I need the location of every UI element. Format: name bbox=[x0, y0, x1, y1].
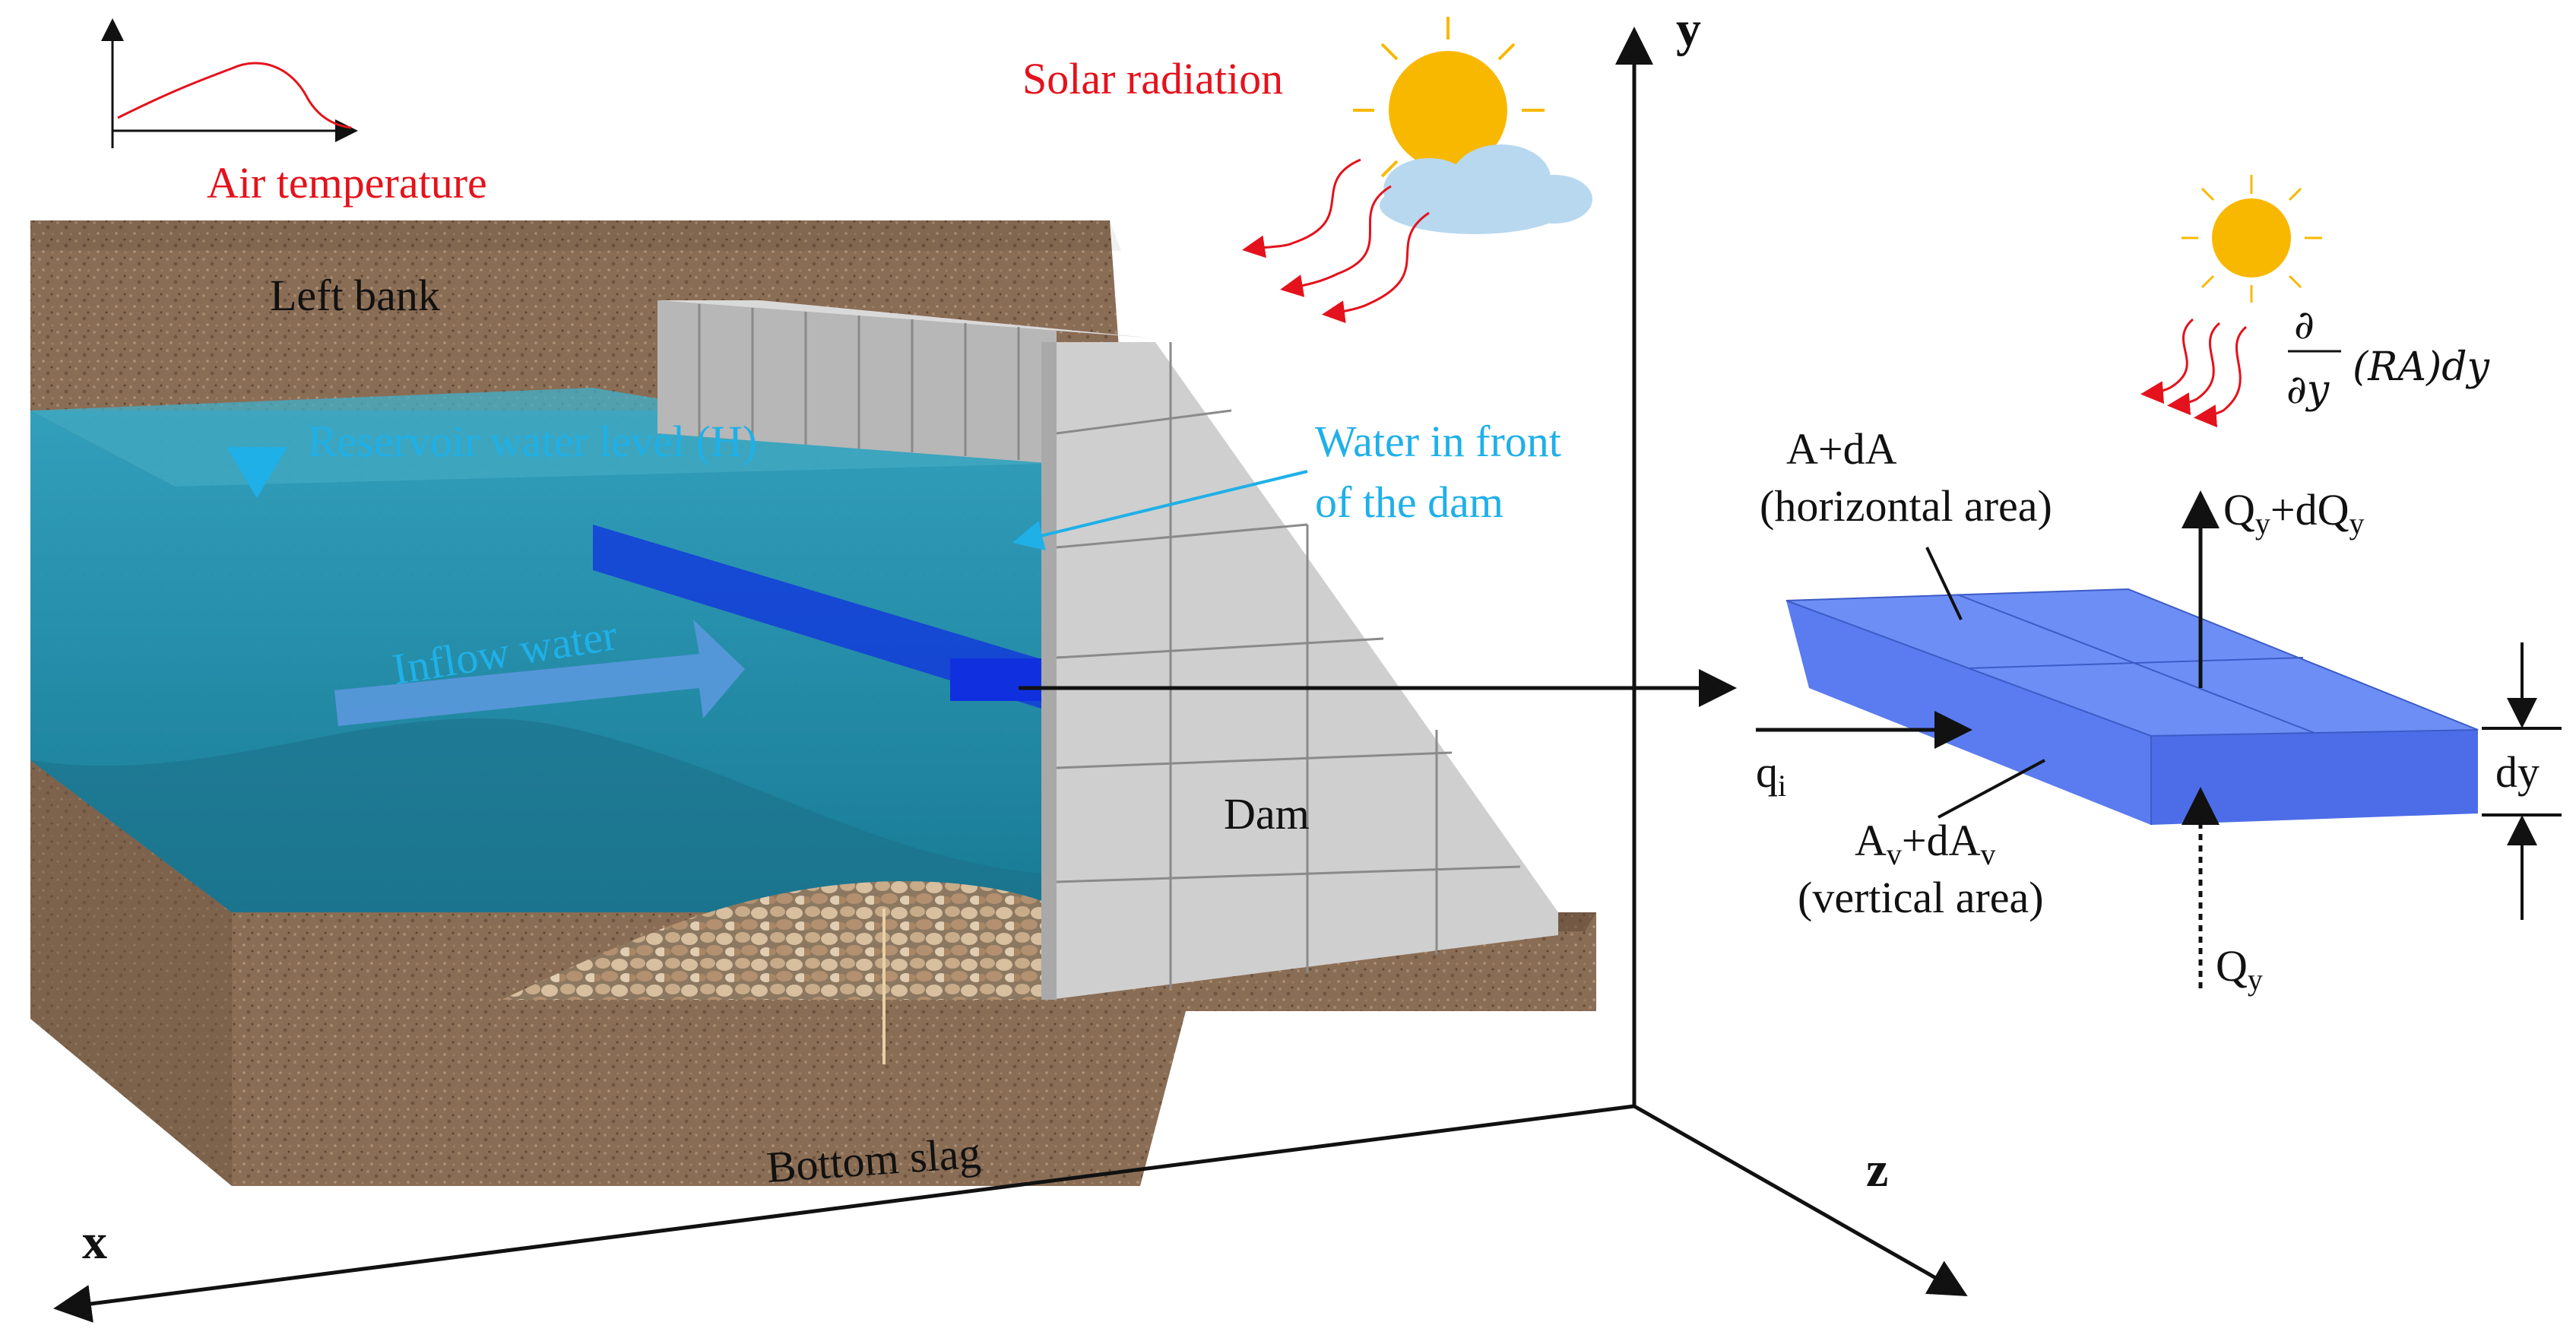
thickness-label: dy bbox=[2495, 747, 2540, 797]
solar-radiation-rays bbox=[1242, 158, 1430, 324]
air-temperature-label: Air temperature bbox=[207, 158, 487, 208]
small-radiation-rays bbox=[2140, 318, 2247, 428]
horizontal-area-label-line2: (horizontal area) bbox=[1760, 481, 2052, 531]
svg-text:∂y: ∂y bbox=[2286, 367, 2330, 413]
radiation-term-formula: ∂ ∂y (RA)dy bbox=[2286, 303, 2490, 413]
dam-label: Dam bbox=[1224, 789, 1310, 839]
y-axis-label: y bbox=[1676, 2, 1701, 57]
vertical-area-label-line2: (vertical area) bbox=[1798, 873, 2044, 922]
cloud-icon bbox=[1380, 144, 1592, 234]
small-sun-icon bbox=[2182, 175, 2322, 303]
water-front-pointer bbox=[1012, 470, 1308, 550]
left-bank-label: Left bank bbox=[270, 271, 440, 320]
z-axis-label: z bbox=[1866, 1142, 1888, 1197]
inflow-flux-label: qi bbox=[1756, 747, 1786, 803]
bottom-slag-deposit bbox=[502, 881, 1041, 1000]
air-temperature-plot bbox=[101, 18, 358, 148]
horizontal-area-label-line1: A+dA bbox=[1786, 424, 1897, 474]
vertical-area-pointer bbox=[1938, 759, 2045, 819]
outflow-flux-label: Qy+dQy bbox=[2223, 485, 2365, 541]
vertical-area-label-line1: Av+dAv bbox=[1855, 816, 1996, 871]
reservoir-water-level-label: Reservoir water level (H) bbox=[308, 417, 757, 466]
dam-structure bbox=[657, 300, 1558, 1000]
thickness-dimension bbox=[2482, 642, 2562, 920]
svg-text:∂: ∂ bbox=[2294, 303, 2315, 348]
control-volume-element bbox=[1785, 588, 2479, 825]
solar-radiation-label: Solar radiation bbox=[1022, 54, 1283, 103]
water-front-label-line2: of the dam bbox=[1315, 477, 1503, 527]
coordinate-axes bbox=[53, 27, 1968, 1323]
dam-joints bbox=[698, 304, 1521, 988]
inflow-arrow-icon bbox=[334, 620, 745, 726]
horizontal-area-pointer bbox=[1925, 547, 1963, 620]
water-front-label-line1: Water in front bbox=[1315, 417, 1561, 466]
incoming-flux-label: Qy bbox=[2216, 941, 2263, 997]
svg-text:(RA)dy: (RA)dy bbox=[2353, 344, 2490, 390]
x-axis-label: x bbox=[82, 1214, 107, 1270]
reservoir-water bbox=[30, 388, 1049, 912]
water-level-marker-icon bbox=[227, 447, 287, 498]
